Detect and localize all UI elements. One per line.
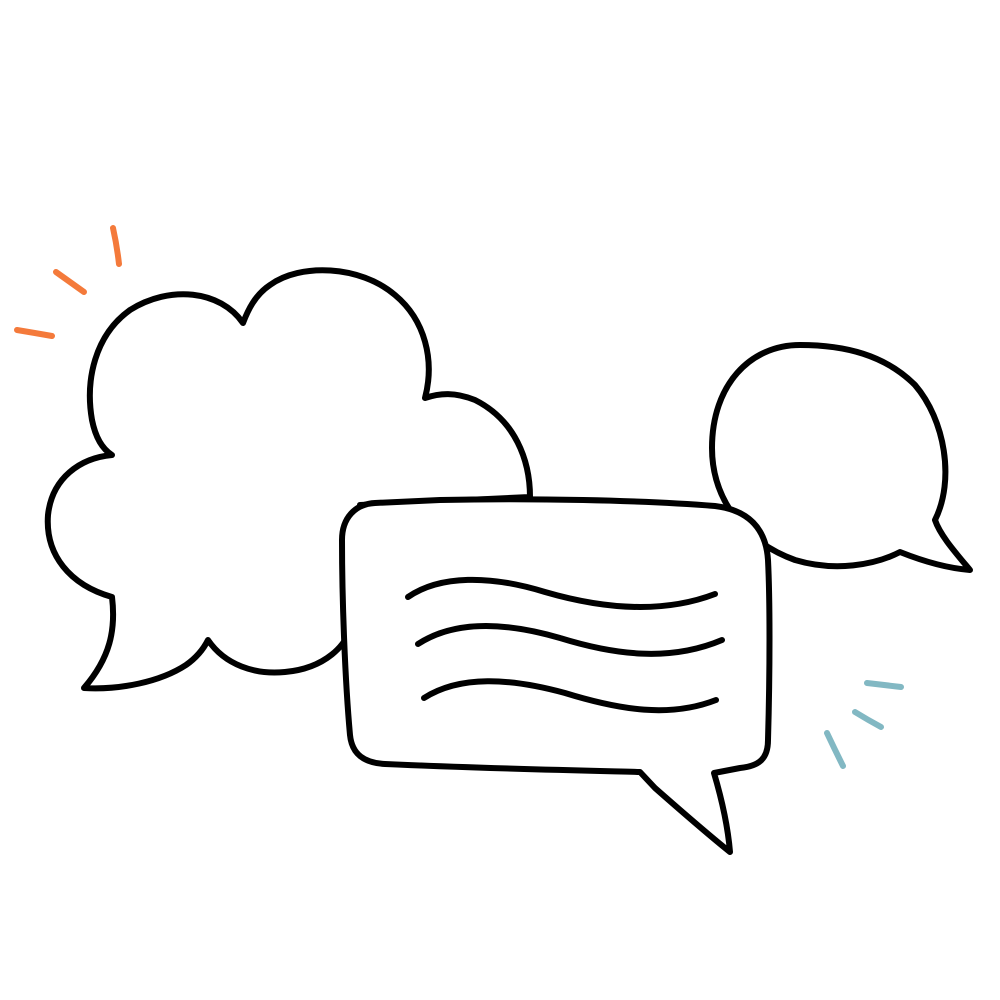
rectangular-speech-bubble-icon (339, 496, 773, 855)
orange-mark-2 (53, 269, 87, 295)
text-line-2 (415, 622, 725, 657)
blue-emphasis-marks-icon (824, 680, 904, 769)
text-line-3 (421, 678, 719, 714)
blue-mark-2 (852, 709, 884, 730)
message-text-lines (405, 576, 725, 714)
blue-mark-1 (864, 680, 904, 690)
text-line-1 (405, 576, 718, 611)
thought-cloud-bubble-icon (44, 267, 533, 692)
orange-mark-1 (110, 225, 122, 267)
orange-mark-3 (14, 327, 55, 339)
round-speech-bubble-icon (709, 342, 973, 573)
blue-mark-3 (824, 730, 846, 769)
orange-emphasis-marks-icon (14, 225, 122, 339)
